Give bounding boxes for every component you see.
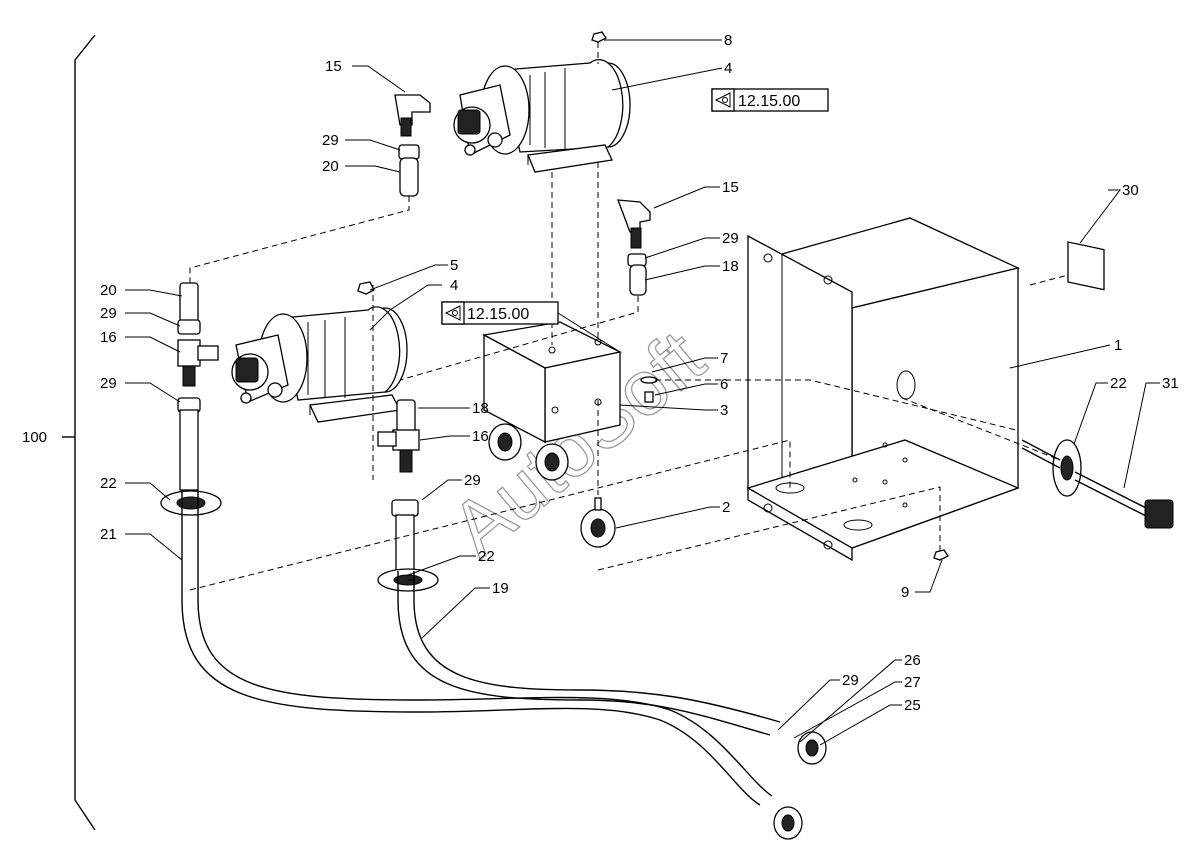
callout-20b: 20 [100,282,117,299]
callout-16a: 16 [100,329,117,346]
callout-26: 26 [904,652,921,669]
callout-29e: 29 [464,472,481,489]
callout-9: 9 [901,584,909,601]
enclosure-box [746,217,1020,562]
callout-19: 19 [492,580,509,597]
clamp-part [580,497,616,548]
callout-29c: 29 [100,305,117,322]
callout-21: 21 [100,526,117,543]
reference-text-middle: 12.15.00 [467,306,529,323]
callout-4b: 4 [450,277,458,294]
assembly-number: 100 [22,429,47,446]
hardware-screws [357,31,949,561]
callout-22c: 22 [1110,375,1127,392]
callout-22a: 22 [100,475,117,492]
assembly-bracket [62,34,96,831]
callout-27: 27 [904,674,921,691]
lower-pump [231,306,408,423]
label-plate [1067,241,1105,291]
callout-7: 7 [720,350,728,367]
callout-8: 8 [724,32,732,49]
hoses [181,490,781,806]
upper-pump [453,58,631,173]
callout-18a: 18 [722,258,739,275]
callout-5: 5 [450,257,458,274]
callout-18b: 18 [472,400,489,417]
callout-15b: 15 [722,179,739,196]
callout-22b: 22 [478,548,495,565]
reference-text-top: 12.15.00 [738,93,800,110]
callout-30: 30 [1122,182,1139,199]
callout-3: 3 [720,402,728,419]
callout-29a: 29 [322,132,339,149]
callout-29f: 29 [842,672,859,689]
callout-15a: 15 [325,58,342,75]
callout-20a: 20 [322,158,339,175]
callout-29b: 29 [722,230,739,247]
callout-29d: 29 [100,375,117,392]
callout-6: 6 [720,376,728,393]
fittings [160,94,1174,840]
callout-1: 1 [1114,337,1122,354]
assembly-lines [189,42,1069,591]
reference-box-top: 12.15.00 [711,88,829,112]
callout-16b: 16 [472,428,489,445]
callout-25: 25 [904,697,921,714]
reference-box-middle: 12.15.00 [441,301,621,353]
callout-31: 31 [1162,375,1179,392]
callout-4a: 4 [724,60,732,77]
callout-2: 2 [722,499,730,516]
leader-lines [125,39,1160,746]
callout-labels: 100 1 2 3 4 4 5 6 7 8 9 15 15 16 16 18 1… [22,32,1179,714]
